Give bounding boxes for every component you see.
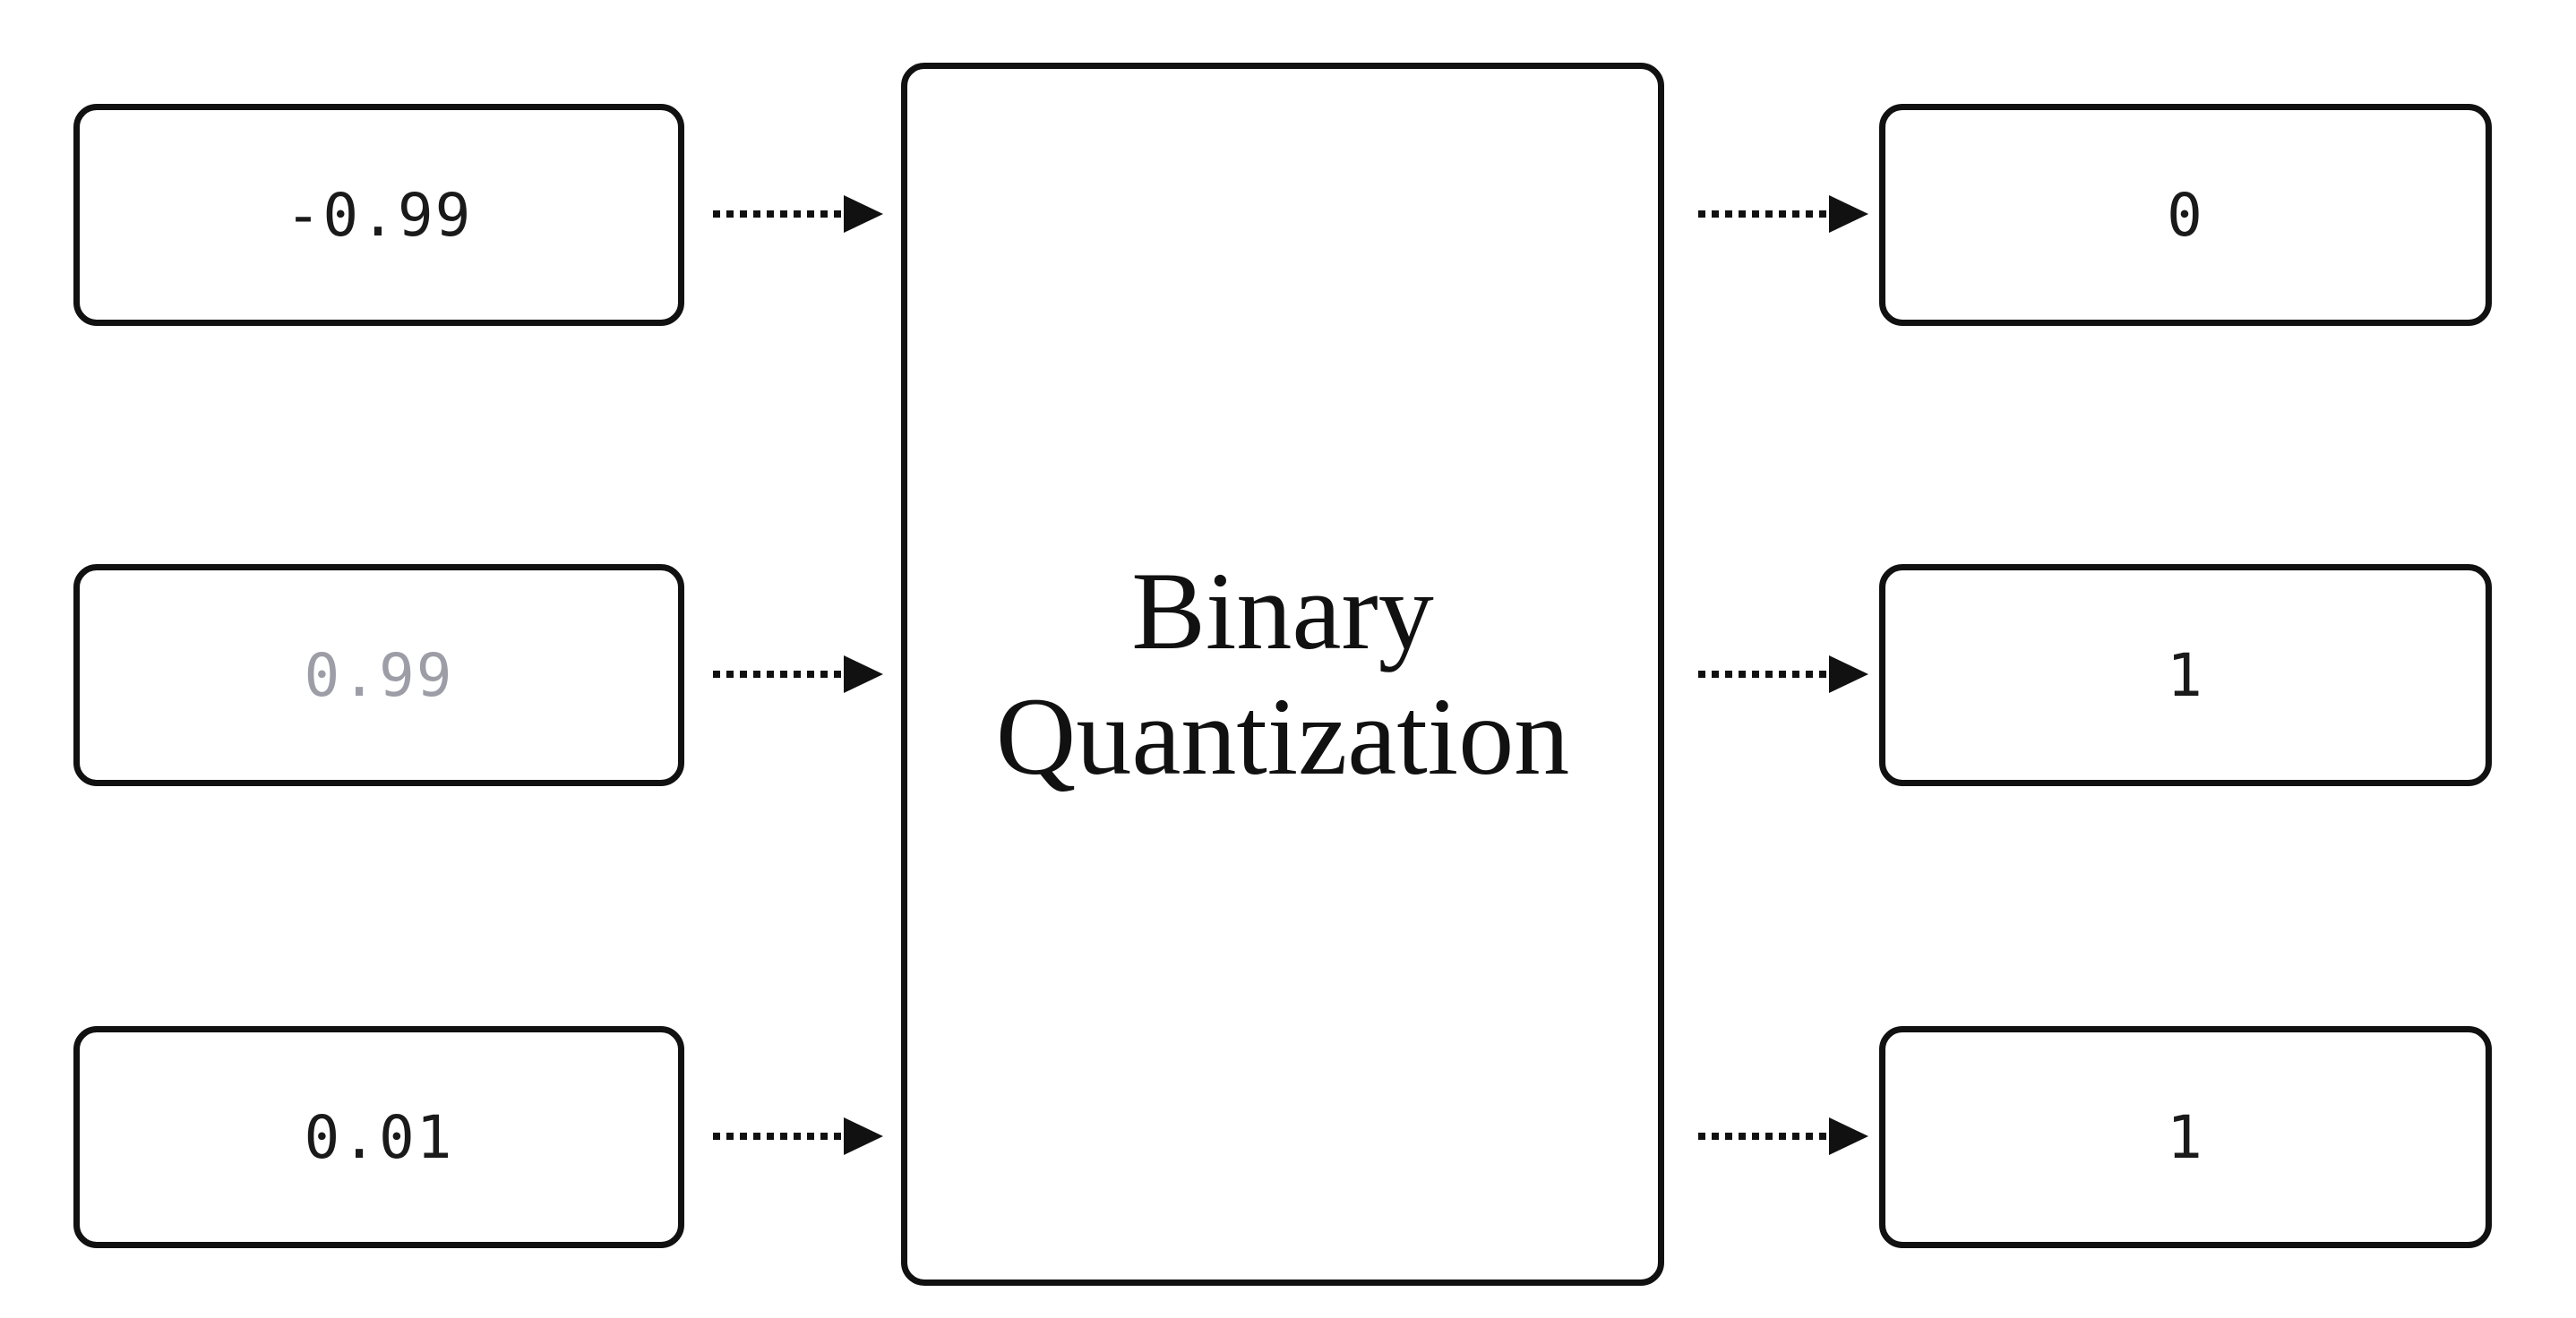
output-value-1: 0 [2167,180,2204,250]
input-arrow-2 [713,652,883,697]
output-box-3: 1 [1879,1026,2492,1248]
input-value-2: 0.99 [304,640,454,710]
output-box-2: 1 [1879,564,2492,786]
output-box-1: 0 [1879,104,2492,326]
input-arrow-1 [713,192,883,236]
input-box-3: 0.01 [73,1026,684,1248]
output-arrow-1 [1698,192,1868,236]
binary-quantization-box: Binary Quantization [901,63,1664,1286]
input-arrow-3 [713,1114,883,1159]
output-arrow-2 [1698,652,1868,697]
output-value-3: 1 [2167,1102,2204,1172]
output-value-2: 1 [2167,640,2204,710]
input-box-1: -0.99 [73,104,684,326]
input-box-2: 0.99 [73,564,684,786]
input-value-3: 0.01 [304,1102,454,1172]
input-value-1: -0.99 [285,180,473,250]
center-title-line2: Quantization [995,675,1570,798]
output-arrow-3 [1698,1114,1868,1159]
center-title-line1: Binary [1131,550,1434,672]
